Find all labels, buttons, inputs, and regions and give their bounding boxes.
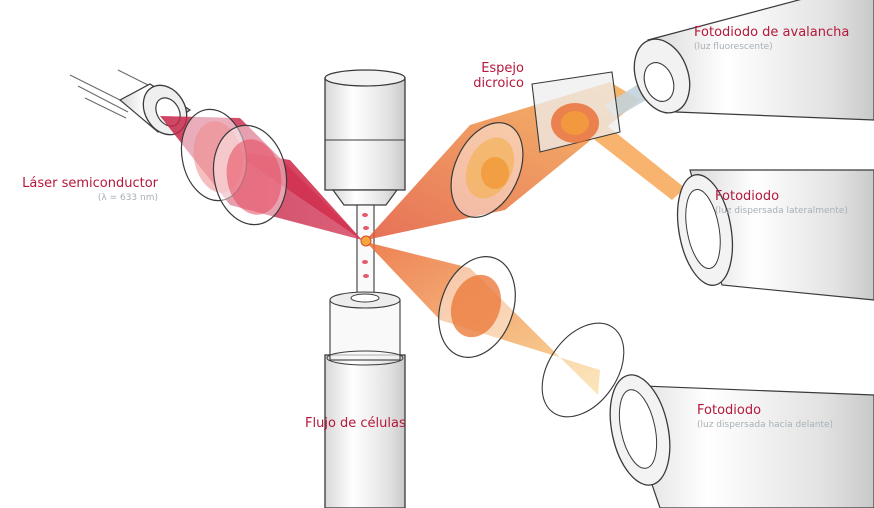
avalanche-photodiode [633, 0, 874, 121]
avalanche-subtitle: (luz fluorescente) [694, 41, 773, 52]
side-subtitle: (luz dispersada lateralmente) [715, 205, 848, 216]
side-lens [450, 122, 524, 218]
dichroic-mirror [531, 71, 621, 153]
flow-tube [356, 204, 375, 296]
laser-title: Láser semiconductor [22, 176, 158, 191]
cell [363, 274, 369, 278]
flow-title: Flujo de células [305, 416, 406, 431]
cell [362, 260, 368, 264]
avalanche-label: Fotodiodo de avalancha (luz fluorescente… [694, 22, 849, 52]
flow-nozzle-top [324, 69, 406, 206]
mirror-line1: Espejo [481, 61, 524, 76]
side-photodiode-label: Fotodiodo (luz dispersada lateralmente) [715, 186, 848, 216]
side-title: Fotodiodo [715, 189, 780, 204]
interrogation-point [360, 235, 372, 247]
forward-lens-1 [438, 256, 516, 358]
mirror-label: Espejo dicroico [450, 61, 524, 92]
forward-photodiode-label: Fotodiodo (luz dispersada hacia delante) [697, 400, 833, 430]
cell [363, 226, 369, 230]
forward-title: Fotodiodo [697, 403, 762, 418]
side-photodiode [676, 169, 874, 301]
flow-collector-bottom [324, 291, 406, 508]
mirror-line2: dicroico [473, 75, 524, 91]
avalanche-title: Fotodiodo de avalancha [694, 25, 850, 40]
forward-subtitle: (luz dispersada hacia delante) [697, 419, 834, 430]
cell [362, 213, 368, 217]
laser-lens-2 [212, 124, 288, 226]
forward-photodiode [609, 374, 874, 508]
laser-subtitle: (λ = 633 nm) [97, 192, 158, 203]
forward-lens-2 [541, 322, 625, 418]
flow-label: Flujo de células [305, 413, 406, 432]
laser-label: Láser semiconductor (λ = 633 nm) [0, 173, 158, 203]
